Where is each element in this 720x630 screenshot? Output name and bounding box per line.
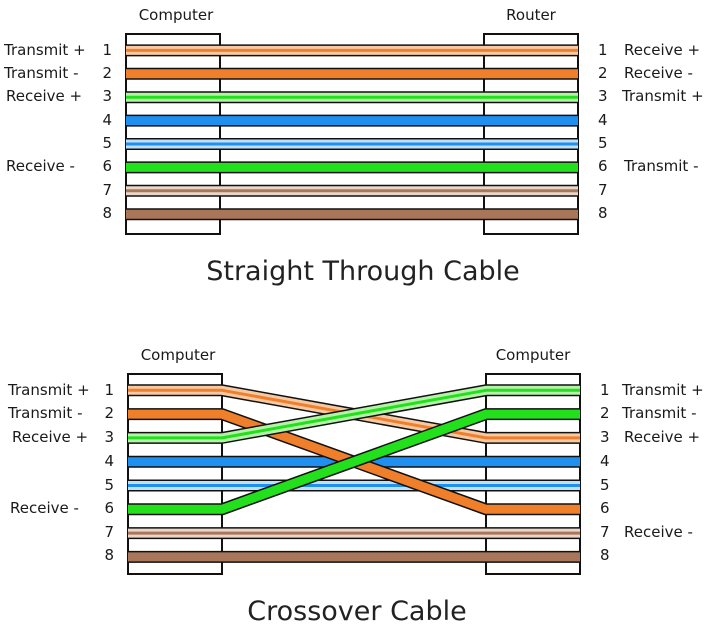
signal-label: Transmit - xyxy=(7,404,82,422)
crossover-wires xyxy=(128,384,580,563)
straight-title: Straight Through Cable xyxy=(206,256,520,287)
left-pin-numbers: 1 2 3 4 5 6 7 8 xyxy=(104,381,114,564)
signal-label: Receive + xyxy=(6,87,82,105)
right-connector xyxy=(485,373,581,575)
signal-label: Transmit + xyxy=(621,381,704,399)
pin-number: 4 xyxy=(600,452,610,470)
right-signal-labels: Receive + Receive - Transmit + Transmit … xyxy=(621,41,704,175)
pin-number: 2 xyxy=(102,64,112,82)
signal-label: Transmit + xyxy=(3,41,86,59)
pin-number: 2 xyxy=(104,404,114,422)
right-connector xyxy=(483,33,579,235)
pin-number: 7 xyxy=(104,523,114,541)
pin-number: 8 xyxy=(598,204,608,222)
left-pin-numbers: 1 2 3 4 5 6 7 8 xyxy=(102,41,112,222)
pin-number: 4 xyxy=(598,111,608,129)
pin-number: 6 xyxy=(600,499,610,517)
green-white-striped-wire xyxy=(128,384,580,444)
pin-number: 3 xyxy=(104,428,114,446)
signal-label: Receive + xyxy=(12,428,88,446)
pin-number: 3 xyxy=(600,428,610,446)
pin-number: 4 xyxy=(102,111,112,129)
signal-label: Receive + xyxy=(624,428,700,446)
right-pin-numbers: 1 2 3 4 5 6 7 8 xyxy=(598,41,608,222)
straight-through-diagram: Computer Router 1 2 3 4 5 6 7 8 1 2 3 4 … xyxy=(3,6,704,287)
pin-number: 8 xyxy=(600,546,610,564)
pin-number: 3 xyxy=(102,87,112,105)
signal-label: Receive - xyxy=(10,499,79,517)
left-signal-labels: Transmit + Transmit - Receive + Receive … xyxy=(7,381,90,517)
green-wire xyxy=(128,408,580,516)
pin-number: 2 xyxy=(600,404,610,422)
pin-number: 5 xyxy=(102,134,112,152)
pin-number: 8 xyxy=(104,546,114,564)
left-connector xyxy=(125,33,221,235)
pin-number: 5 xyxy=(598,134,608,152)
pin-number: 3 xyxy=(598,87,608,105)
signal-label: Transmit - xyxy=(623,157,698,175)
left-device-label: Computer xyxy=(141,346,216,364)
signal-label: Transmit - xyxy=(3,64,78,82)
signal-label: Receive - xyxy=(624,523,693,541)
pin-number: 7 xyxy=(600,523,610,541)
pin-number: 1 xyxy=(600,381,610,399)
left-device-label: Computer xyxy=(139,6,214,24)
pin-number: 1 xyxy=(598,41,608,59)
signal-label: Transmit - xyxy=(621,404,696,422)
left-connector xyxy=(127,373,223,575)
pin-number: 2 xyxy=(598,64,608,82)
pin-number: 5 xyxy=(600,476,610,494)
crossover-diagram: Computer Computer 1 2 3 4 5 6 7 8 1 2 3 … xyxy=(7,346,704,627)
pin-number: 4 xyxy=(104,452,114,470)
signal-label: Transmit + xyxy=(621,87,704,105)
signal-label: Receive - xyxy=(624,64,693,82)
pin-number: 8 xyxy=(102,204,112,222)
signal-label: Receive + xyxy=(624,41,700,59)
pin-number: 6 xyxy=(598,157,608,175)
pin-number: 7 xyxy=(598,181,608,199)
crossover-title: Crossover Cable xyxy=(247,596,466,627)
pin-number: 1 xyxy=(102,41,112,59)
pin-number: 7 xyxy=(102,181,112,199)
signal-label: Receive - xyxy=(6,157,75,175)
pin-number: 5 xyxy=(104,476,114,494)
pin-number: 6 xyxy=(104,499,114,517)
right-signal-labels: Transmit + Transmit - Receive + Receive … xyxy=(621,381,704,541)
right-device-label: Computer xyxy=(496,346,571,364)
left-signal-labels: Transmit + Transmit - Receive + Receive … xyxy=(3,41,86,175)
straight-wires xyxy=(126,44,578,221)
signal-label: Transmit + xyxy=(7,381,90,399)
pin-number: 1 xyxy=(104,381,114,399)
pin-number: 6 xyxy=(102,157,112,175)
right-device-label: Router xyxy=(506,6,557,24)
right-pin-numbers: 1 2 3 4 5 6 7 8 xyxy=(600,381,610,564)
